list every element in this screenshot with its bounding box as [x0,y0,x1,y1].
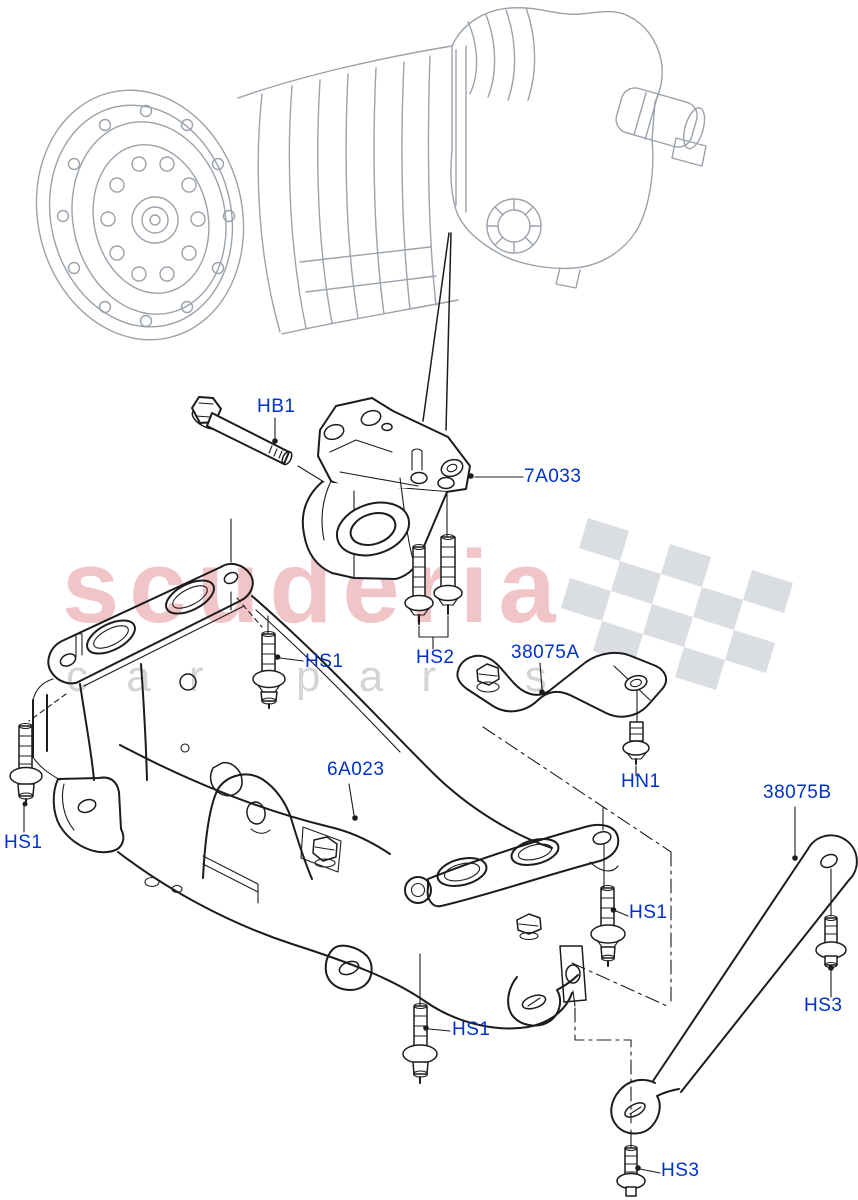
leader-hb1 [272,417,278,444]
gearbox-body-drawing [237,45,459,335]
part-label-hs2[interactable]: HS2 [416,647,455,668]
part-label-hs3-right[interactable]: HS3 [804,995,843,1016]
bracket-38075b-drawing [610,834,858,1135]
part-label-hs1-bottom[interactable]: HS1 [452,1019,491,1040]
leader-hs2 [418,615,449,650]
bracket-38075a-drawing [456,651,668,718]
subframe-beam [117,595,573,1030]
hb1-bolt-drawing [191,396,325,483]
hs3-screw-bottom-drawing [616,1129,661,1197]
subframe-feet [324,944,587,1027]
subframe-center-tower [202,773,313,904]
part-label-hb1[interactable]: HB1 [257,396,296,417]
transmission-drawing [35,7,707,341]
transfer-case-drawing [450,7,707,289]
leader-7a033 [468,473,524,479]
subframe-front-arm [47,518,263,687]
part-label-6a023[interactable]: 6A023 [327,759,385,780]
hs3-screw-right-drawing [815,868,847,998]
subframe-nut-plate [300,826,342,873]
subframe-rear-arm [404,807,620,908]
leader-transmission-to-mount [422,232,452,431]
part-label-hs3-bottom[interactable]: HS3 [661,1160,700,1181]
bell-housing-drawing [35,89,245,341]
part-label-hs1-left[interactable]: HS1 [4,832,43,853]
hs1-screw-bottom-drawing [402,953,451,1084]
part-label-hn1[interactable]: HN1 [621,771,661,792]
leader-38075a [539,662,545,695]
hs1-screw-upper-drawing [252,615,304,709]
part-label-hs1-mid[interactable]: HS1 [629,902,668,923]
leader-38075b [792,806,798,861]
watermark-checkered-flag [560,518,793,690]
part-label-hs1-upper[interactable]: HS1 [305,651,344,672]
subframe-left-leg [32,663,148,854]
subframe-rear-nut [516,913,542,941]
hs1-screw-mid-drawing [590,843,629,967]
hs2-studs-drawing [404,533,463,625]
hn1-screw-drawing [622,690,650,765]
hs1-screw-left-drawing [9,693,67,833]
leader-6a023 [348,783,358,821]
part-label-38075b[interactable]: 38075B [763,782,832,803]
subframe-6a023-drawing [32,518,620,1030]
part-label-7a033[interactable]: 7A033 [524,466,582,487]
part-label-38075a[interactable]: 38075A [511,642,580,663]
